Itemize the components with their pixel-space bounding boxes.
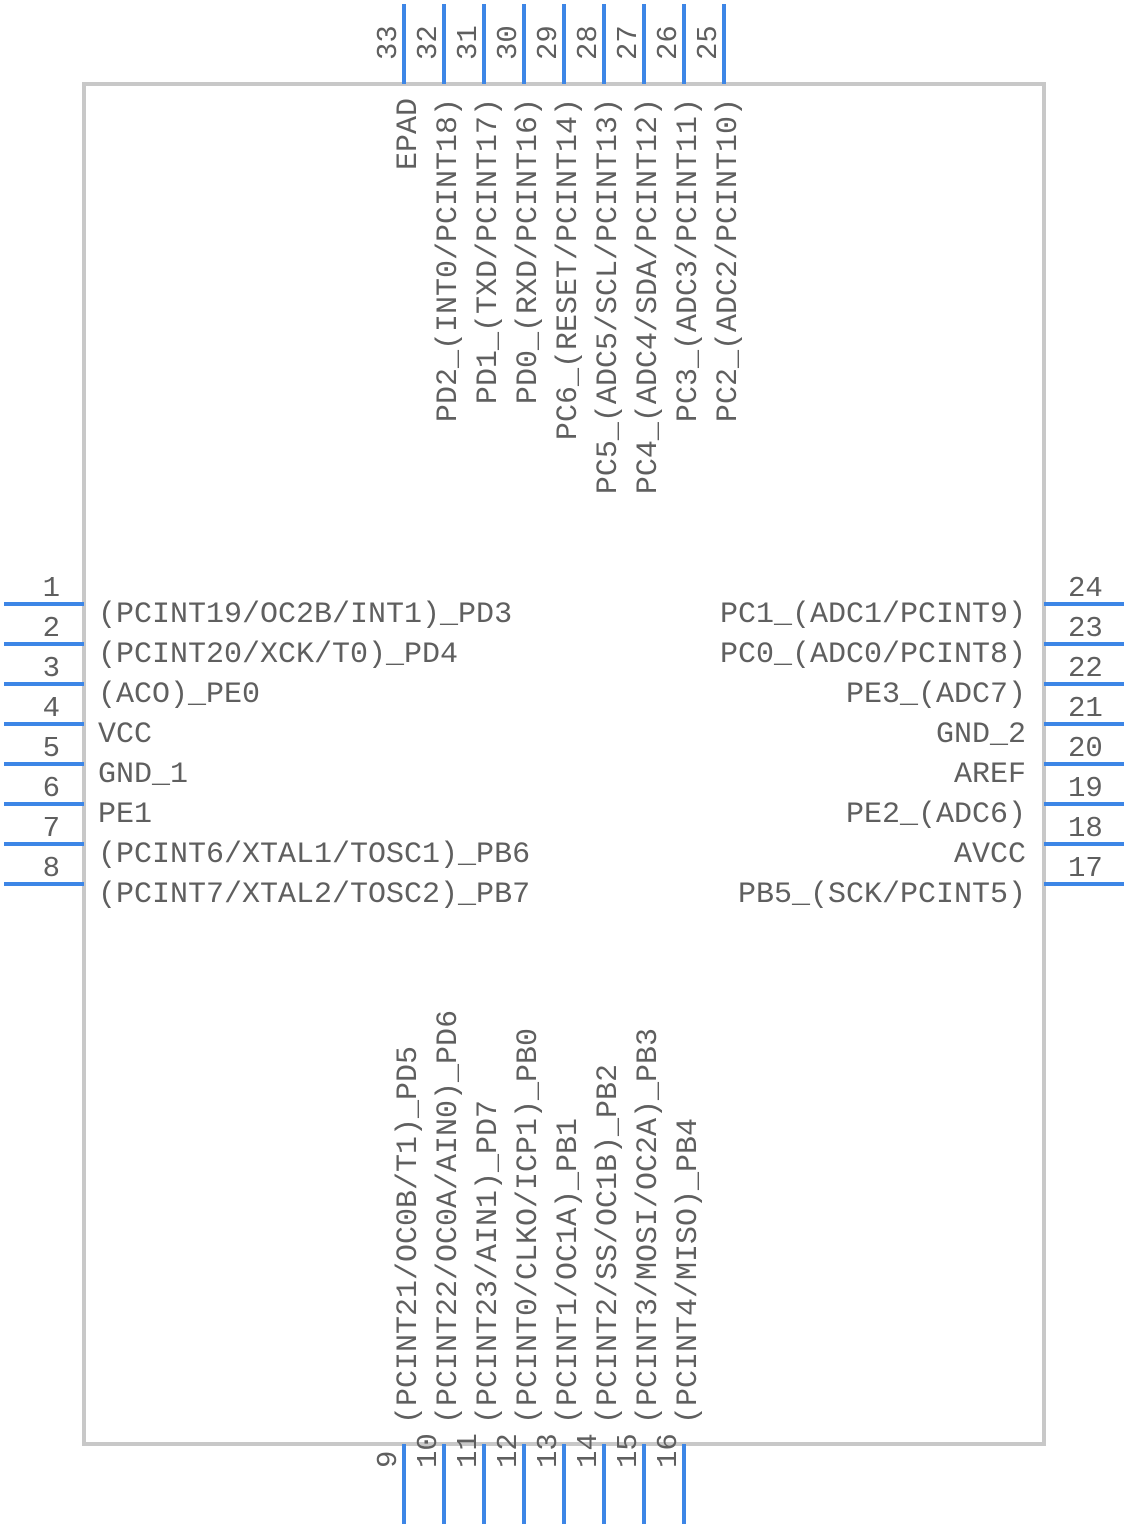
pin-13-number: 13 <box>532 1433 565 1468</box>
pin-label-pd0-rxd-pcint16: PD0_(RXD/PCINT16) <box>512 98 546 404</box>
pin-23-number: 23 <box>1068 612 1103 645</box>
pin-label-epad: EPAD <box>392 98 426 170</box>
pin-15-number: 15 <box>612 1433 645 1468</box>
pin-18-number: 18 <box>1068 812 1103 845</box>
pin-label-pcint21-oc0b-t1-pd5: (PCINT21/OC0B/T1)_PD5 <box>392 1046 426 1424</box>
pin-label-pcint20-xck-t0-pd4: (PCINT20/XCK/T0)_PD4 <box>98 638 458 672</box>
pin-label-pcint1-oc1a-pb1: (PCINT1/OC1A)_PB1 <box>552 1118 586 1424</box>
pin-28-number: 28 <box>572 25 605 60</box>
pin-label-pe1: PE1 <box>98 798 152 832</box>
pin-label-pe3-adc7: PE3_(ADC7) <box>846 678 1026 712</box>
pin-32-number: 32 <box>412 25 445 60</box>
pin-label-pc5-adc5-scl-pcint13: PC5_(ADC5/SCL/PCINT13) <box>592 98 626 494</box>
pin-6-number: 6 <box>43 772 60 805</box>
pin-label-pcint19-oc2b-int1-pd3: (PCINT19/OC2B/INT1)_PD3 <box>98 598 512 632</box>
pin-1-number: 1 <box>43 572 60 605</box>
pin-label-aco-pe0: (ACO)_PE0 <box>98 678 260 712</box>
pin-16-number: 16 <box>652 1433 685 1468</box>
pin-label-pcint4-miso-pb4: (PCINT4/MISO)_PB4 <box>672 1118 706 1424</box>
pin-21-number: 21 <box>1068 692 1103 725</box>
pin-3-number: 3 <box>43 652 60 685</box>
pin-7-number: 7 <box>43 812 60 845</box>
pin-30-number: 30 <box>492 25 525 60</box>
pin-label-pd1-txd-pcint17: PD1_(TXD/PCINT17) <box>472 98 506 404</box>
pin-8-number: 8 <box>43 852 60 885</box>
pin-5-number: 5 <box>43 732 60 765</box>
pin-label-pb5-sck-pcint5: PB5_(SCK/PCINT5) <box>738 878 1026 912</box>
pin-20-number: 20 <box>1068 732 1103 765</box>
pin-label-gnd-2: GND_2 <box>936 718 1026 752</box>
pin-2-number: 2 <box>43 612 60 645</box>
pin-label-pc2-adc2-pcint10: PC2_(ADC2/PCINT10) <box>712 98 746 422</box>
pin-label-pc4-adc4-sda-pcint12: PC4_(ADC4/SDA/PCINT12) <box>632 98 666 494</box>
pin-label-pc1-adc1-pcint9: PC1_(ADC1/PCINT9) <box>720 598 1026 632</box>
pin-24-number: 24 <box>1068 572 1103 605</box>
pin-27-number: 27 <box>612 25 645 60</box>
pin-33-number: 33 <box>372 25 405 60</box>
pin-9-number: 9 <box>372 1451 405 1468</box>
pin-4-number: 4 <box>43 692 60 725</box>
pin-label-pcint2-ss-oc1b-pb2: (PCINT2/SS/OC1B)_PB2 <box>592 1064 626 1424</box>
pin-label-avcc: AVCC <box>954 838 1026 872</box>
pin-label-pd2-int0-pcint18: PD2_(INT0/PCINT18) <box>432 98 466 422</box>
pin-12-number: 12 <box>492 1433 525 1468</box>
pin-label-pc6-reset-pcint14: PC6_(RESET/PCINT14) <box>552 98 586 440</box>
pin-label-pc0-adc0-pcint8: PC0_(ADC0/PCINT8) <box>720 638 1026 672</box>
pin-label-pcint7-xtal2-tosc2-pb7: (PCINT7/XTAL2/TOSC2)_PB7 <box>98 878 530 912</box>
pin-label-pcint0-clko-icp1-pb0: (PCINT0/CLKO/ICP1)_PB0 <box>512 1028 546 1424</box>
pin-14-number: 14 <box>572 1433 605 1468</box>
pin-10-number: 10 <box>412 1433 445 1468</box>
pin-label-pcint22-oc0a-ain0-pd6: (PCINT22/OC0A/AIN0)_PD6 <box>432 1010 466 1424</box>
pin-label-pcint6-xtal1-tosc1-pb6: (PCINT6/XTAL1/TOSC1)_PB6 <box>98 838 530 872</box>
pins-layer: 1 (PCINT19/OC2B/INT1)_PD3 2 (PCINT20/XCK/T0… <box>4 4 1124 1524</box>
pin-label-pe2-adc6: PE2_(ADC6) <box>846 798 1026 832</box>
pin-19-number: 19 <box>1068 772 1103 805</box>
pin-29-number: 29 <box>532 25 565 60</box>
pin-22-number: 22 <box>1068 652 1103 685</box>
pin-17-number: 17 <box>1068 852 1103 885</box>
pin-31-number: 31 <box>452 25 485 60</box>
pin-label-pcint3-mosi-oc2a-pb3: (PCINT3/MOSI/OC2A)_PB3 <box>632 1028 666 1424</box>
pin-26-number: 26 <box>652 25 685 60</box>
pin-label-vcc: VCC <box>98 718 152 752</box>
pin-label-pc3-adc3-pcint11: PC3_(ADC3/PCINT11) <box>672 98 706 422</box>
pin-label-gnd-1: GND_1 <box>98 758 188 792</box>
pin-11-number: 11 <box>452 1433 485 1468</box>
ic-body-outline <box>82 82 1046 1446</box>
pin-label-pcint23-ain1-pd7: (PCINT23/AIN1)_PD7 <box>472 1100 506 1424</box>
pin-label-aref: AREF <box>954 758 1026 792</box>
pin-25-number: 25 <box>692 25 725 60</box>
